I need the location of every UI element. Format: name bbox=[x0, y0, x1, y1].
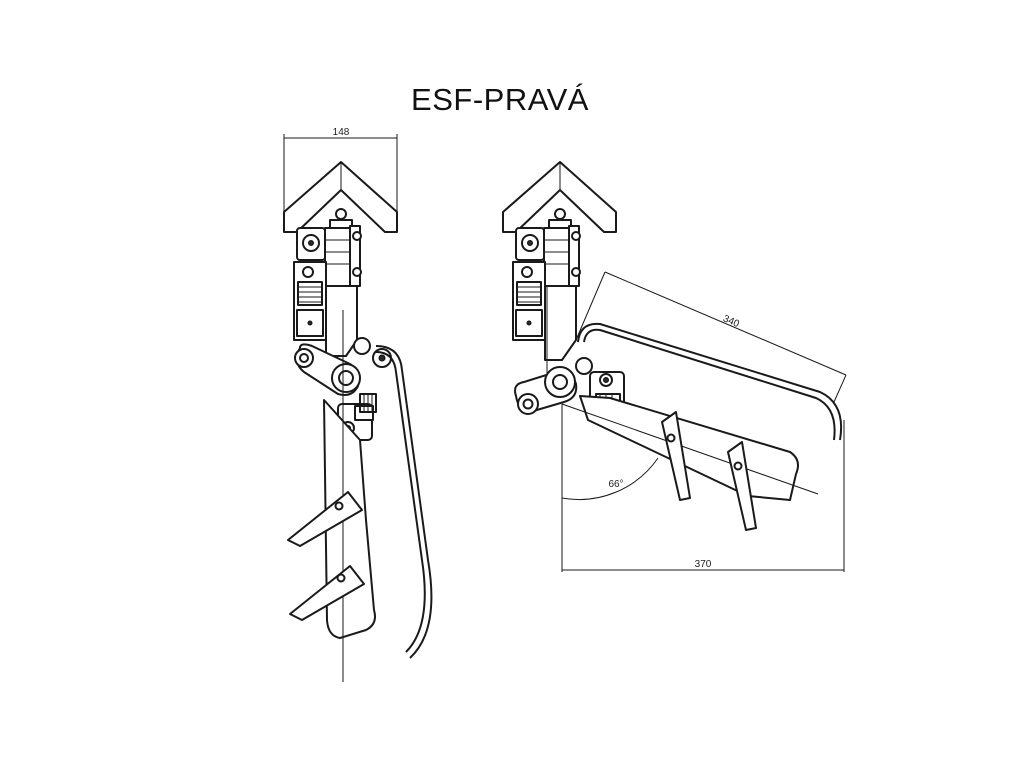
right-top-bracket bbox=[502, 161, 617, 233]
right-swing-arm bbox=[514, 285, 593, 415]
right-clamp bbox=[515, 225, 581, 287]
right-tine-right bbox=[727, 441, 757, 531]
right-angle-dimension: 66° bbox=[561, 404, 659, 572]
left-clamp bbox=[296, 225, 362, 287]
right-width-dimension: 370 bbox=[562, 420, 845, 572]
left-tine-lower bbox=[289, 565, 365, 621]
right-view: 340 66° 370 bbox=[502, 161, 847, 572]
right-spring-rod bbox=[577, 322, 842, 441]
right-width-label: 370 bbox=[695, 559, 712, 570]
left-spring-housing bbox=[293, 261, 327, 341]
left-width-dimension: 148 bbox=[283, 127, 398, 212]
right-tine-plate bbox=[561, 395, 819, 501]
left-view: 148 bbox=[283, 127, 433, 682]
left-spring-rod bbox=[375, 345, 433, 659]
left-top-bracket bbox=[283, 161, 398, 233]
right-angle-label: 66° bbox=[608, 479, 623, 490]
diagram-title: ESF-PRAVÁ bbox=[411, 82, 589, 117]
right-spring-housing bbox=[512, 261, 546, 341]
left-width-label: 148 bbox=[333, 127, 350, 138]
left-tine-upper bbox=[287, 491, 363, 547]
right-tine-left bbox=[661, 411, 691, 501]
right-length-label: 340 bbox=[721, 313, 741, 330]
